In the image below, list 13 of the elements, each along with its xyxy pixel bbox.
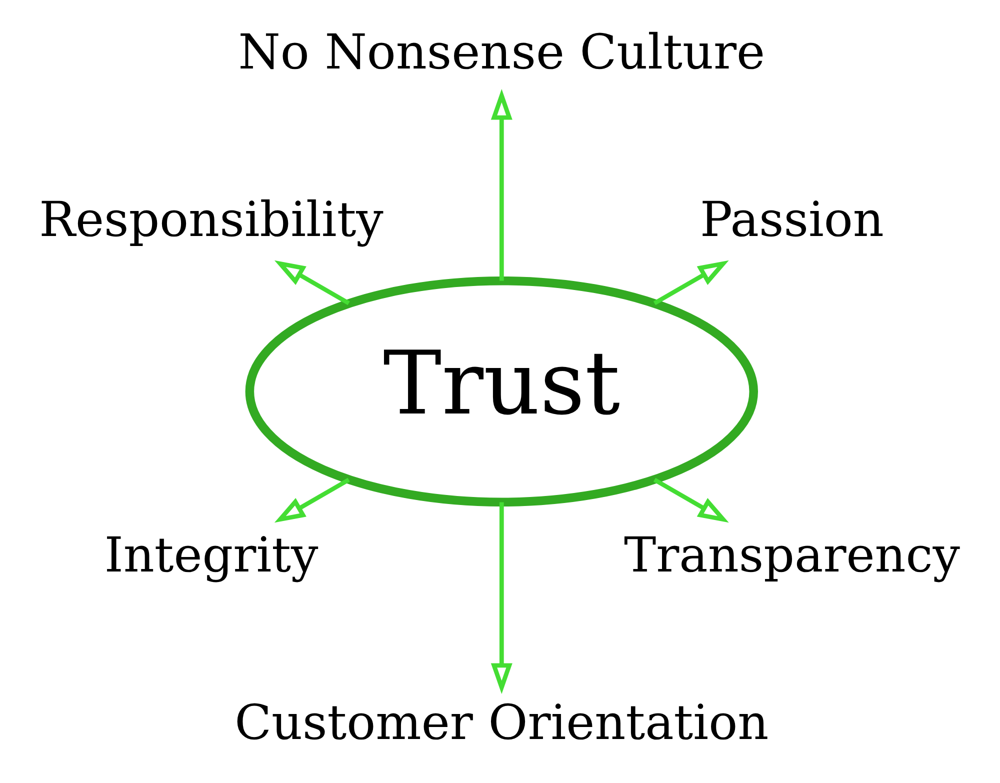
arrow xyxy=(490,502,512,694)
arrow xyxy=(490,89,512,281)
node-text: Integrity xyxy=(104,527,318,584)
node-text: Customer Orientation xyxy=(234,695,769,752)
arrow xyxy=(274,260,350,306)
arrow xyxy=(653,478,729,523)
node-text: No Nonsense Culture xyxy=(238,24,766,80)
arrow xyxy=(653,260,729,306)
node-text: Responsibility xyxy=(39,192,384,248)
node-ellipse: Trust xyxy=(245,276,758,507)
node-text: Transparency xyxy=(624,527,960,584)
node-text: Passion xyxy=(700,192,884,248)
arrow xyxy=(274,478,350,523)
